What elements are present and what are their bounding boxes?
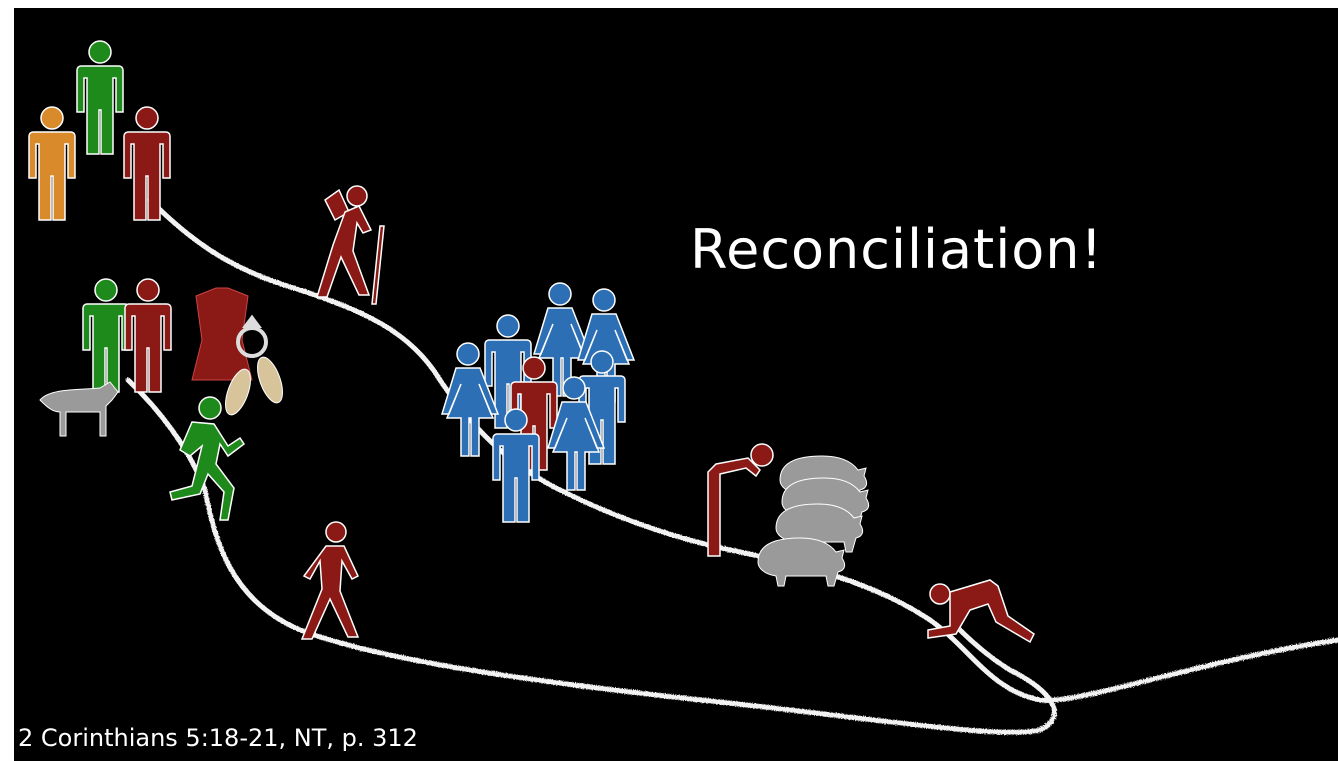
chalk-path-lower	[125, 377, 1057, 735]
pig-icon	[757, 537, 846, 587]
walker-icon	[300, 521, 360, 640]
father-green-icon	[76, 40, 124, 155]
reunited-group	[82, 278, 172, 393]
crawler-icon	[927, 579, 1035, 644]
robe-icon	[191, 287, 253, 381]
son-reunited-icon	[124, 278, 172, 393]
calf-icon	[39, 381, 119, 437]
slide-title: Reconciliation!	[690, 218, 1104, 281]
family-group	[28, 40, 171, 221]
scripture-reference: 2 Corinthians 5:18-21, NT, p. 312	[18, 724, 418, 752]
runner-icon	[169, 396, 246, 521]
chalk-path-upper	[147, 197, 1338, 703]
sandals-icon	[225, 356, 283, 416]
hiker-icon	[315, 185, 385, 305]
son-red-icon	[123, 106, 171, 221]
bending-son-icon	[707, 443, 774, 557]
pig-herd	[757, 455, 870, 587]
father-reunited-icon	[82, 278, 130, 393]
crowd-group	[441, 282, 635, 523]
ring-icon	[236, 314, 268, 358]
son-orange-icon	[28, 106, 76, 221]
